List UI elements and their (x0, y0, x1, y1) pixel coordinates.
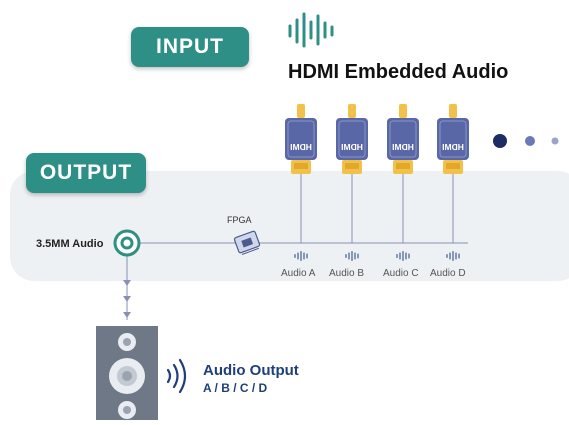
hdmi-connector-icon (285, 118, 317, 160)
waveform-icon (446, 251, 460, 261)
diagram-title: HDMI Embedded Audio (288, 61, 509, 83)
cable-tail (297, 104, 305, 118)
audio-label-d: Audio D (430, 268, 466, 279)
down-arrows-icon (123, 280, 131, 318)
input-badge: INPUT (131, 27, 249, 67)
hdmi-connector-icon (437, 118, 469, 160)
fpga-chip-icon (233, 230, 261, 255)
hdmi-text: HDMI (290, 142, 312, 152)
channel-b: HDMI (336, 104, 368, 261)
waveform-icon (294, 251, 308, 261)
dot-active (493, 134, 507, 148)
jack-label: 3.5MM Audio (36, 238, 104, 250)
output-badge: OUTPUT (26, 153, 146, 193)
hdmi-text: HDMI (442, 142, 464, 152)
audio-output-channels: A / B / C / D (203, 381, 268, 395)
hdmi-text: HDMI (341, 142, 363, 152)
cable-tail (348, 104, 356, 118)
hdmi-connector-icon (387, 118, 419, 160)
sound-waves-icon (163, 358, 189, 394)
channel-a: HDMI (285, 104, 317, 261)
waveform-logo-icon (287, 10, 337, 50)
audio-label-a: Audio A (281, 268, 316, 279)
hdmi-text: HDMI (392, 142, 414, 152)
waveform-icon (396, 251, 410, 261)
fpga-label: FPGA (227, 215, 252, 225)
cable-tail (449, 104, 457, 118)
waveform-icon (345, 251, 359, 261)
speaker-icon (96, 326, 158, 425)
hdmi-connector-icon (336, 118, 368, 160)
cable-tail (399, 104, 407, 118)
dot (551, 137, 559, 145)
audio-output-title: Audio Output (203, 362, 299, 379)
channel-c: HDMI (387, 104, 419, 261)
dot (525, 136, 535, 146)
channel-d: HDMI (437, 104, 469, 261)
audio-label-c: Audio C (383, 268, 419, 279)
progress-dots (493, 134, 559, 148)
audio-label-b: Audio B (329, 268, 365, 279)
audio-jack-icon[interactable] (113, 229, 141, 257)
